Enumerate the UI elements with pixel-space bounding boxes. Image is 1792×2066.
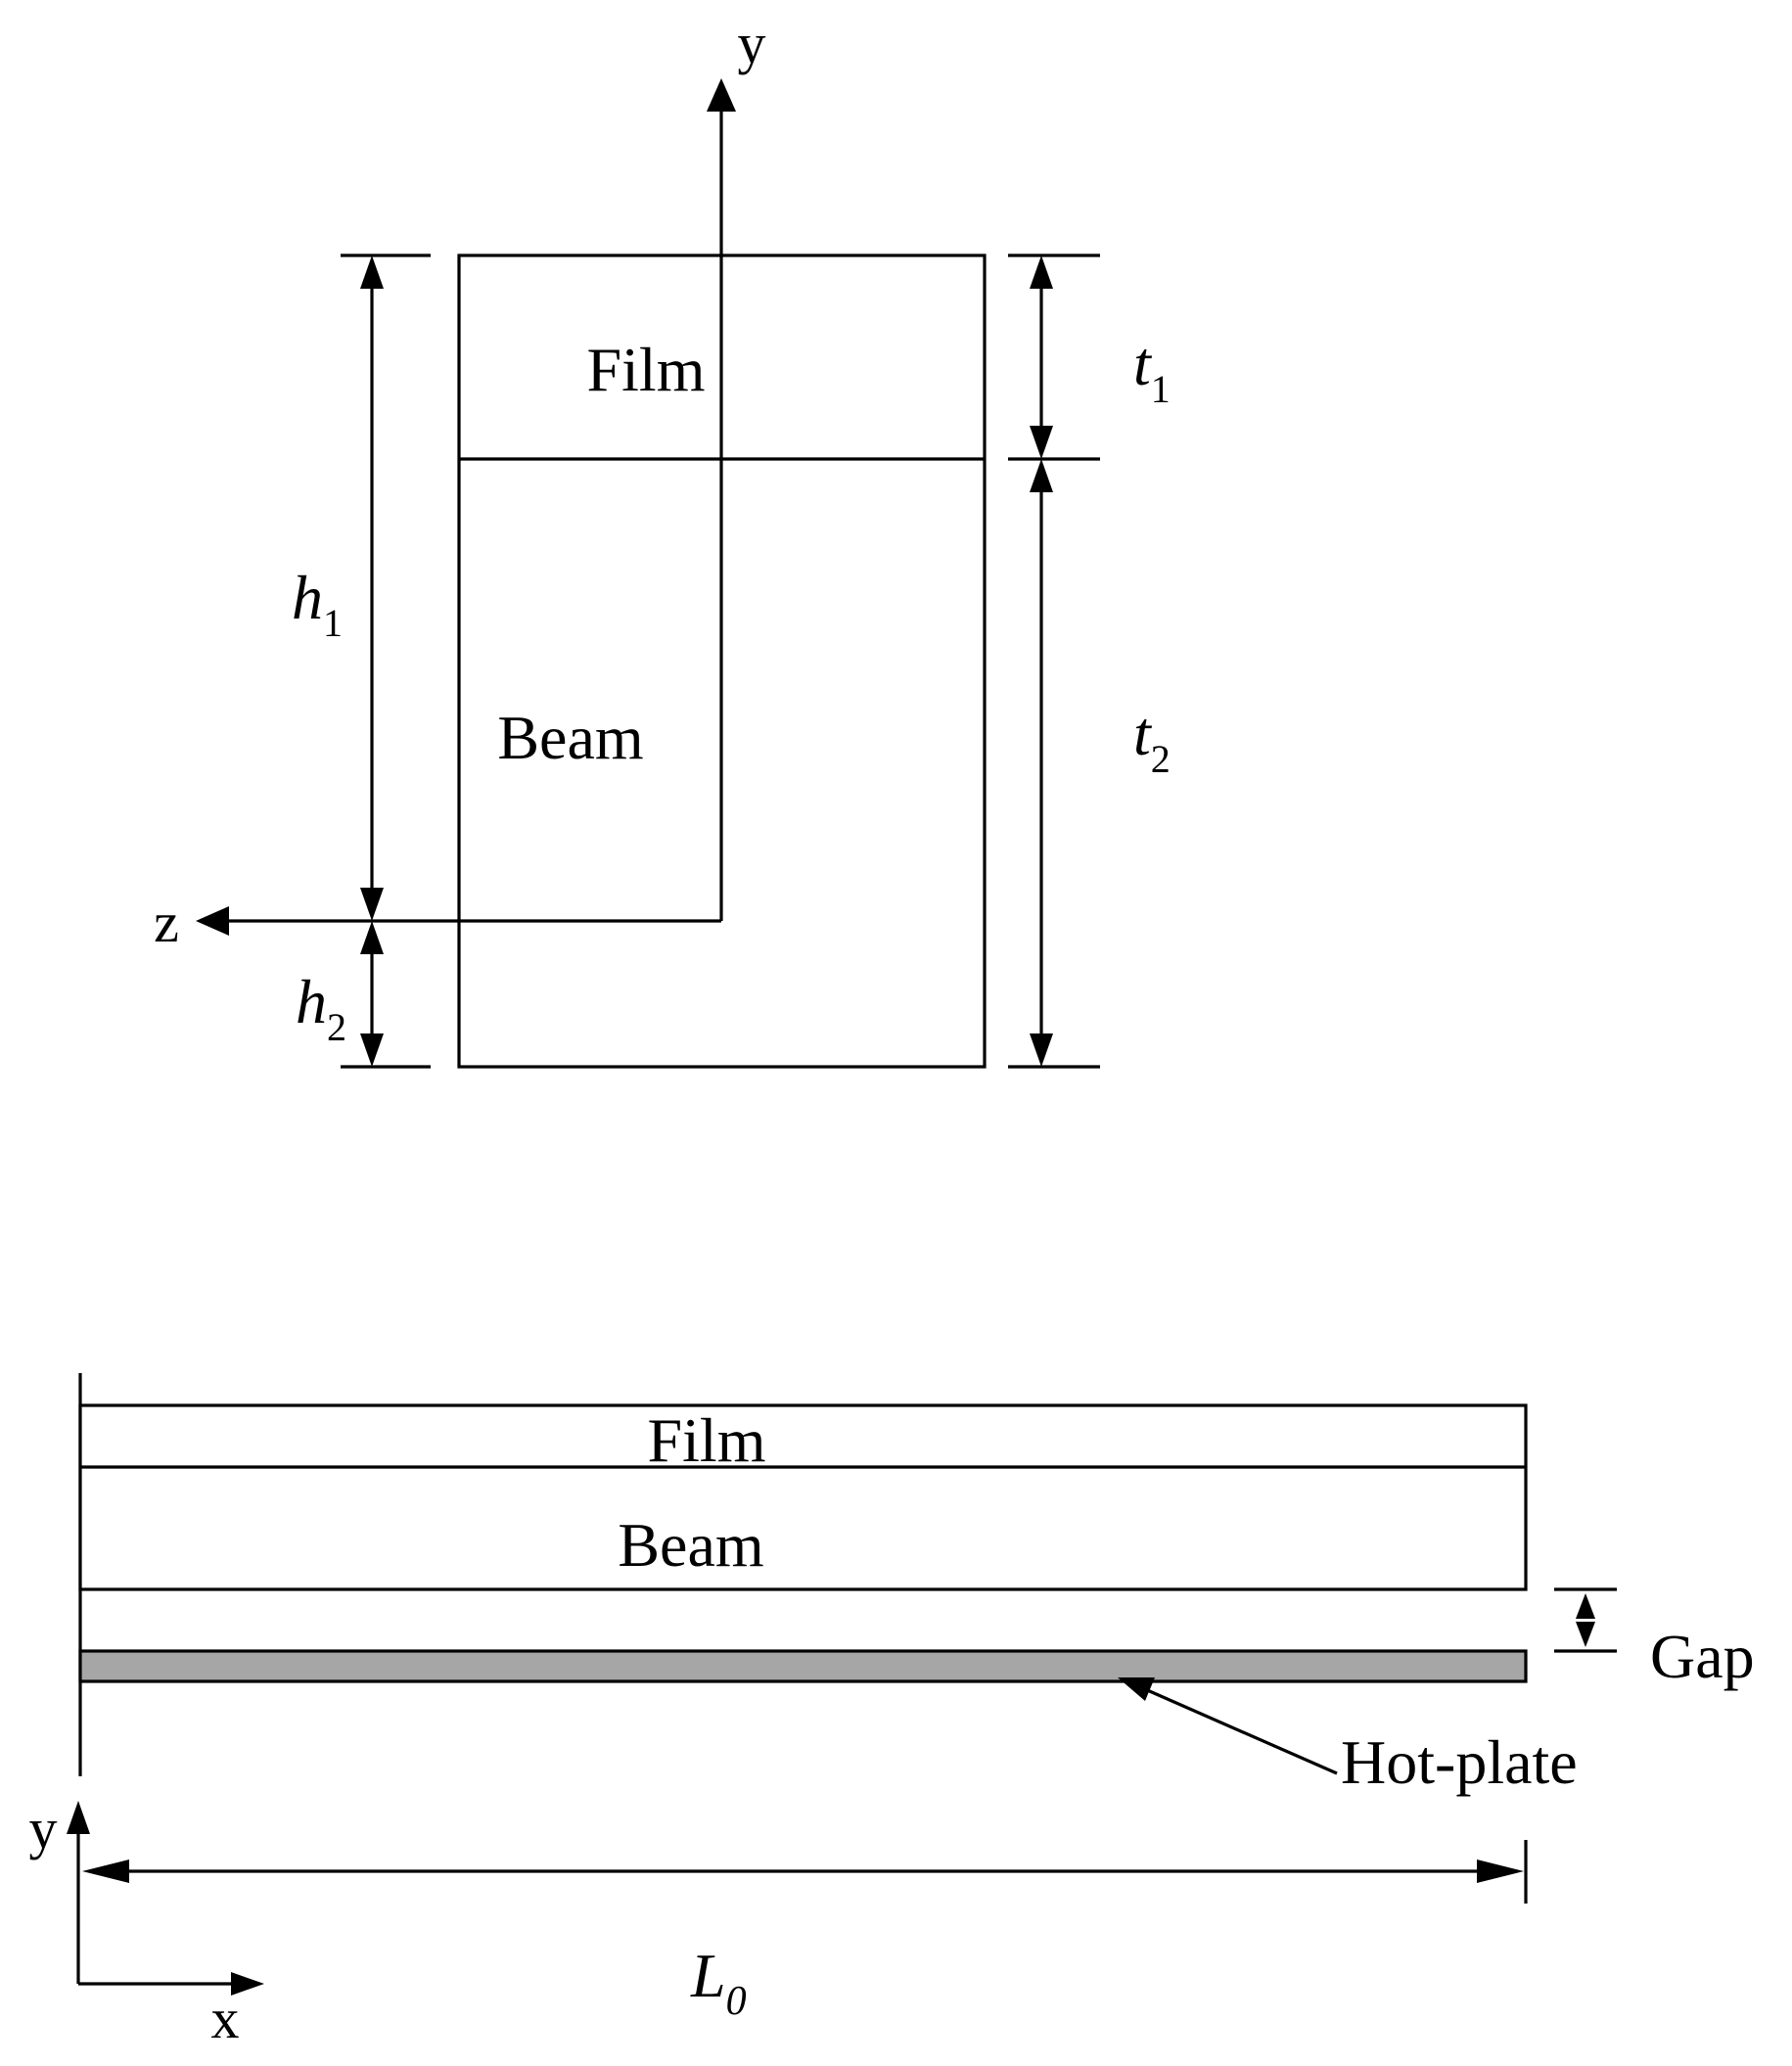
cross-section: y z Film Beam h1 h2 t1 — [154, 12, 1171, 1069]
length-arrow-left — [82, 1859, 129, 1883]
hot-plate-leader-arrowhead — [1118, 1677, 1155, 1701]
gap-arrow-down — [1576, 1622, 1595, 1647]
length-arrow-right — [1477, 1859, 1524, 1883]
h2-label: h2 — [296, 967, 346, 1049]
length-label: L0 — [690, 1941, 747, 2024]
gap-label: Gap — [1650, 1622, 1755, 1691]
xy-axis-x-arrowhead — [231, 1972, 264, 1996]
h1-arrow-bottom — [360, 888, 384, 921]
film-beam-layers — [78, 1403, 1528, 1591]
h2-arrow-bottom — [360, 1033, 384, 1067]
h2-arrow-top — [360, 921, 384, 954]
hot-plate-leader-line — [1144, 1687, 1338, 1775]
t2-arrow-top — [1030, 459, 1053, 492]
film-label-cross: Film — [587, 335, 706, 404]
t2-label: t2 — [1133, 699, 1171, 781]
y-axis-arrowhead — [707, 78, 736, 112]
side-view: Film Beam Gap Hot-plate L0 y x — [29, 1373, 1755, 2050]
t1-arrow-top — [1030, 255, 1053, 289]
xy-axis-x-label: x — [211, 1987, 240, 2050]
xy-axis-y-arrowhead — [67, 1801, 90, 1834]
z-axis-arrowhead — [196, 906, 229, 936]
h1-label: h1 — [292, 563, 343, 645]
h1-arrow-top — [360, 255, 384, 289]
film-label-side: Film — [648, 1405, 766, 1475]
t1-arrow-bottom — [1030, 426, 1053, 459]
beam-label-cross: Beam — [497, 703, 643, 772]
beam-label-side: Beam — [618, 1510, 763, 1580]
t1-label: t1 — [1133, 329, 1171, 411]
hot-plate-label: Hot-plate — [1341, 1727, 1578, 1797]
gap-arrow-up — [1576, 1593, 1595, 1619]
z-axis-label: z — [154, 891, 179, 954]
hot-plate — [78, 1649, 1528, 1683]
y-axis-label: y — [738, 12, 766, 75]
xy-axis-y-label: y — [29, 1797, 58, 1860]
t2-arrow-bottom — [1030, 1033, 1053, 1067]
